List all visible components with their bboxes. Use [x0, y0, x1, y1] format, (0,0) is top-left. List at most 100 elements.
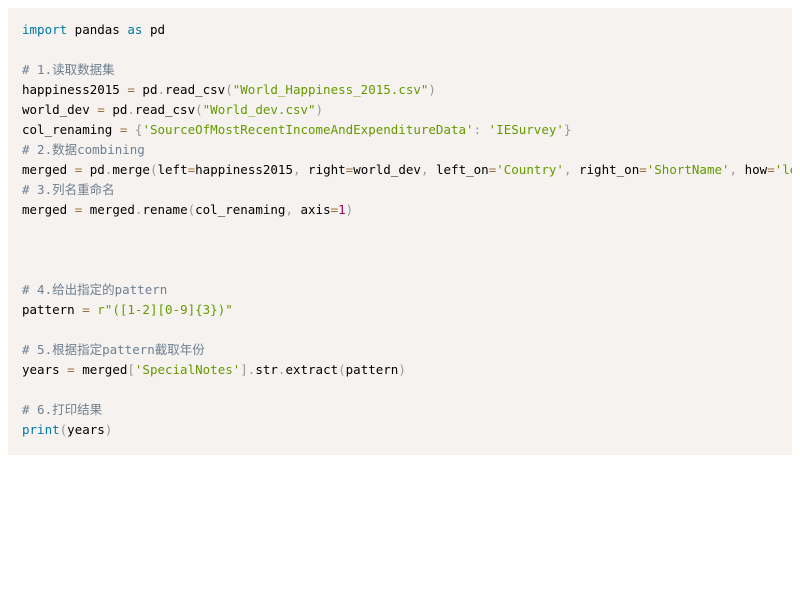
code-token-plain — [481, 122, 489, 137]
code-token-plain: happiness2015 — [22, 82, 128, 97]
code-token-punct: ) — [104, 422, 113, 437]
code-token-plain: how — [737, 162, 768, 177]
code-line: merged = pd.merge(left=happiness2015, ri… — [22, 160, 792, 180]
code-token-plain: left_on — [428, 162, 489, 177]
code-token-keyword: as — [127, 22, 143, 37]
code-token-plain: col_renaming — [22, 122, 120, 137]
code-token-plain: right — [300, 162, 346, 177]
code-token-plain: left — [157, 162, 188, 177]
code-token-comment: # 5.根据指定pattern截取年份 — [22, 342, 205, 357]
code-token-plain: merged — [22, 202, 75, 217]
code-token-operator: = — [74, 202, 83, 217]
code-token-string: 'SourceOfMostRecentIncomeAndExpenditureD… — [142, 122, 474, 137]
code-token-plain: pd — [82, 162, 105, 177]
code-line: import pandas as pd — [22, 20, 165, 40]
code-token-operator: = — [74, 162, 83, 177]
code-token-plain: pattern — [345, 362, 399, 377]
code-token-string: 'IESurvey' — [488, 122, 564, 137]
code-token-punct: ) — [398, 362, 406, 377]
code-token-operator: = — [345, 162, 354, 177]
code-token-plain: merged — [22, 162, 75, 177]
code-token-plain: pattern — [22, 302, 83, 317]
code-token-string: 'left' — [774, 162, 792, 177]
code-token-string: r"([1-2][0-9]{3})" — [97, 302, 233, 317]
code-token-punct: . — [247, 362, 256, 377]
code-token-operator: = — [127, 82, 135, 97]
code-token-plain: merged — [82, 202, 135, 217]
code-line: # 3.列名重命名 — [22, 180, 115, 200]
code-token-plain: world_dev — [22, 102, 98, 117]
code-token-punct: ( — [149, 162, 158, 177]
code-token-comment: # 4.给出指定的pattern — [22, 282, 168, 297]
code-token-string: 'Country' — [496, 162, 564, 177]
code-token-plain: col_renaming — [195, 202, 286, 217]
code-token-operator: = — [488, 162, 497, 177]
code-token-plain: pd — [134, 82, 158, 97]
code-line: # 6.打印结果 — [22, 400, 102, 420]
code-token-operator: = — [119, 122, 128, 137]
code-token-comment: # 6.打印结果 — [22, 402, 103, 417]
code-token-punct: ] — [240, 362, 248, 377]
code-token-punct: ( — [338, 362, 346, 377]
code-token-plain: years — [67, 422, 105, 437]
code-token-punct: , — [729, 162, 738, 177]
code-line: # 4.给出指定的pattern — [22, 280, 167, 300]
code-token-plain: extract — [285, 362, 339, 377]
code-token-builtin: print — [22, 422, 60, 437]
code-token-punct: . — [157, 82, 165, 97]
code-token-punct: ( — [187, 202, 196, 217]
code-token-comment: # 2.数据combining — [22, 142, 145, 157]
code-token-punct: . — [277, 362, 286, 377]
code-token-string: "World_dev.csv" — [202, 102, 316, 117]
code-token-plain: str — [255, 362, 278, 377]
code-token-comment: # 1.读取数据集 — [22, 62, 115, 77]
code-token-string: 'ShortName' — [646, 162, 730, 177]
code-token-punct: . — [104, 162, 113, 177]
code-token-plain: pd — [142, 22, 166, 37]
code-token-punct: [ — [127, 362, 135, 377]
code-token-plain: axis — [292, 202, 331, 217]
code-token-string: "World_Happiness_2015.csv" — [232, 82, 429, 97]
code-line: happiness2015 = pd.read_csv("World_Happi… — [22, 80, 436, 100]
code-token-operator: = — [82, 302, 90, 317]
code-token-punct: : — [473, 122, 482, 137]
code-token-plain: merge — [112, 162, 150, 177]
code-token-plain: merged — [74, 362, 128, 377]
code-token-comment: # 3.列名重命名 — [22, 182, 115, 197]
code-token-plain: world_dev — [353, 162, 421, 177]
code-token-plain: read_csv — [134, 102, 196, 117]
code-token-string: 'SpecialNotes' — [134, 362, 241, 377]
code-block[interactable]: import pandas as pd # 1.读取数据集 happiness201… — [8, 8, 792, 455]
code-token-punct: , — [292, 162, 301, 177]
code-token-punct: ( — [225, 82, 233, 97]
code-line: # 1.读取数据集 — [22, 60, 115, 80]
code-token-punct: { — [134, 122, 143, 137]
code-token-punct: ( — [59, 422, 68, 437]
code-token-punct: , — [285, 202, 293, 217]
code-token-plain: pandas — [67, 22, 128, 37]
code-line: years = merged['SpecialNotes'].str.extra… — [22, 360, 406, 380]
code-token-plain: right_on — [571, 162, 640, 177]
code-token-punct: , — [420, 162, 429, 177]
code-line: merged = merged.rename(col_renaming, axi… — [22, 200, 353, 220]
code-token-keyword: import — [22, 22, 68, 37]
code-token-punct: . — [134, 202, 143, 217]
code-token-operator: = — [187, 162, 196, 177]
code-token-plain: happiness2015 — [195, 162, 293, 177]
code-line: col_renaming = {'SourceOfMostRecentIncom… — [22, 120, 571, 140]
code-token-punct: , — [563, 162, 572, 177]
code-line: # 5.根据指定pattern截取年份 — [22, 340, 205, 360]
code-token-operator: = — [67, 362, 75, 377]
code-token-punct: } — [563, 122, 572, 137]
code-token-plain: pd — [104, 102, 128, 117]
code-token-punct: ) — [345, 202, 354, 217]
code-token-operator: = — [97, 102, 105, 117]
code-token-plain: rename — [142, 202, 188, 217]
code-token-plain: read_csv — [165, 82, 226, 97]
code-token-operator: = — [767, 162, 775, 177]
code-token-punct: . — [127, 102, 135, 117]
code-token-number: 1 — [338, 202, 346, 217]
code-token-operator: = — [330, 202, 339, 217]
code-token-punct: ) — [315, 102, 324, 117]
code-token-plain: years — [22, 362, 68, 377]
